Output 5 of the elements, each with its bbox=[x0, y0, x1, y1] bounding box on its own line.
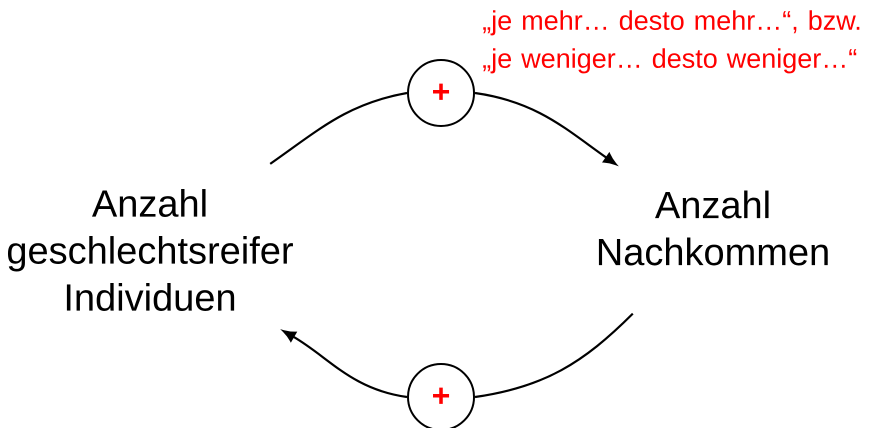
arrow bbox=[474, 92, 616, 166]
arrow bbox=[282, 330, 408, 398]
quantity-label: Anzahl Nachkommen bbox=[598, 190, 828, 266]
note-text: „je mehr… desto mehr…“, bzw. „je weniger… desto weniger…“ bbox=[483, 10, 860, 74]
quantity-label: Anzahl geschlechtsreifer Individuen bbox=[8, 189, 293, 311]
